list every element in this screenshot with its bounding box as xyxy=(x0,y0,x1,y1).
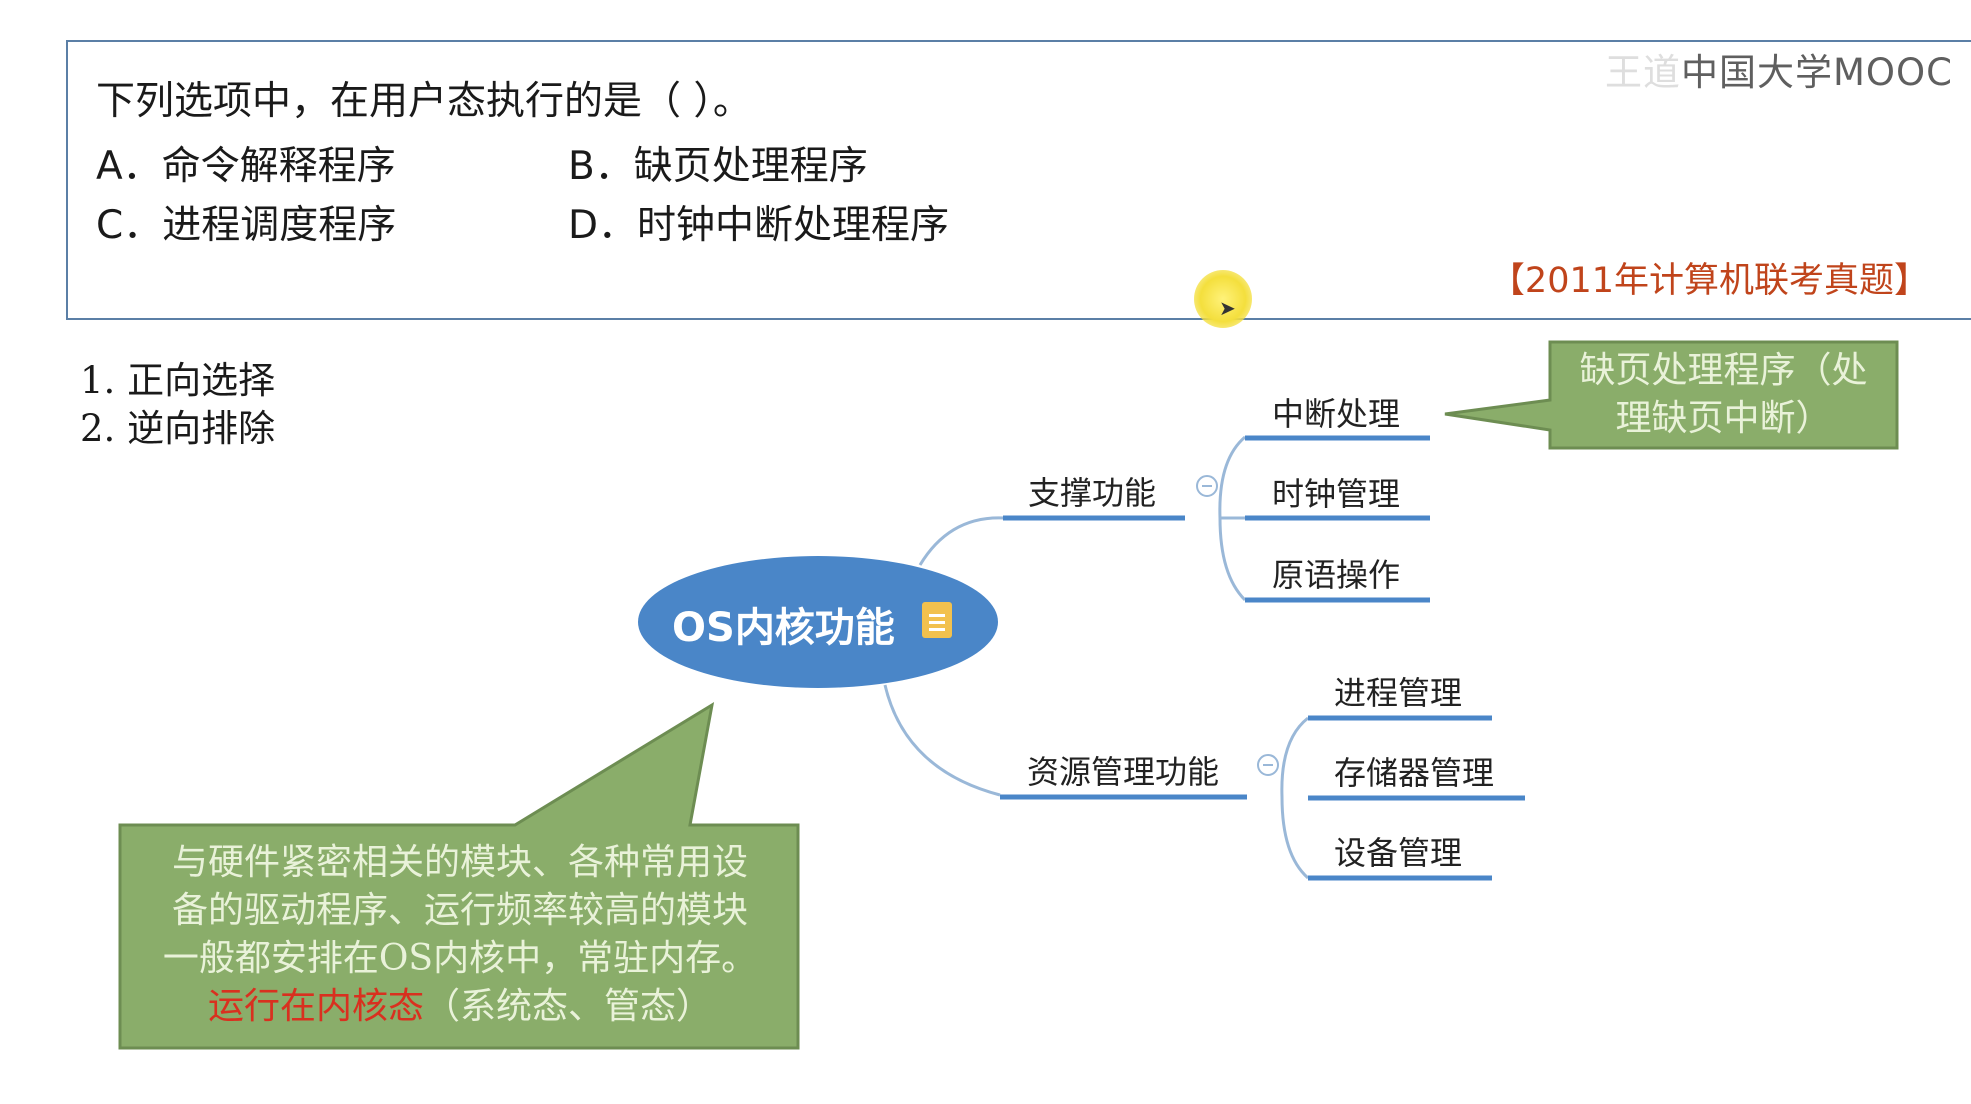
connector-support xyxy=(918,516,1006,566)
callout-top-right: 缺页处理程序（处 理缺页中断） xyxy=(1550,347,1897,443)
callout-bottom-left-last-line: 运行在内核态（系统态、管态） xyxy=(124,983,796,1031)
cursor-highlight xyxy=(1194,270,1252,328)
method-1: 1. 正向选择 xyxy=(80,359,276,402)
node-process: 进程管理 xyxy=(1334,674,1463,712)
node-interrupt: 中断处理 xyxy=(1272,395,1401,433)
question-stem: 下列选项中，在用户态执行的是（ ）。 xyxy=(96,79,752,124)
node-device: 设备管理 xyxy=(1334,834,1463,872)
question-source: 【2011年计算机联考真题】 xyxy=(1489,261,1929,301)
option-d[interactable]: D．时钟中断处理程序 xyxy=(568,203,950,248)
node-primitive: 原语操作 xyxy=(1272,556,1401,594)
callout-bottom-left-line: 备的驱动程序、运行频率较高的模块 xyxy=(171,890,748,931)
callout-bottom-left-line: 一般都安排在OS内核中，常驻内存。 xyxy=(162,938,758,979)
option-c[interactable]: C．进程调度程序 xyxy=(96,203,397,248)
connector-resource xyxy=(883,684,1001,797)
callout-top-right-line: 理缺页中断） xyxy=(1615,398,1832,439)
option-b[interactable]: B．缺页处理程序 xyxy=(568,144,868,189)
note-icon xyxy=(922,602,952,638)
kernel-mode-tail: （系统态、管态） xyxy=(424,986,713,1027)
option-a[interactable]: A．命令解释程序 xyxy=(96,144,396,189)
callout-top-right-shape xyxy=(1444,340,1899,450)
node-storage: 存储器管理 xyxy=(1334,754,1495,792)
callout-bottom-left: 与硬件紧密相关的模块、各种常用设 备的驱动程序、运行频率较高的模块 一般都安排在… xyxy=(124,839,796,1031)
callout-bottom-left-shape xyxy=(118,701,800,1050)
cursor-arrow-icon: ➤ xyxy=(1219,296,1236,320)
node-clock: 时钟管理 xyxy=(1272,475,1401,513)
branch-support: 支撑功能 xyxy=(1028,474,1157,512)
watermark-ghost: 王道 xyxy=(1605,51,1681,94)
callout-bottom-left-line: 与硬件紧密相关的模块、各种常用设 xyxy=(171,842,748,883)
method-2: 2. 逆向排除 xyxy=(80,407,276,450)
watermark-text: 中国大学MOOC xyxy=(1681,51,1954,94)
callout-top-right-line: 缺页处理程序（处 xyxy=(1579,350,1868,391)
kernel-mode-highlight: 运行在内核态 xyxy=(207,986,424,1027)
bracket-resource xyxy=(1280,716,1310,880)
branch-resource: 资源管理功能 xyxy=(1027,753,1220,791)
root-node-label: OS内核功能 xyxy=(672,605,895,651)
question-box: 下列选项中，在用户态执行的是（ ）。 A．命令解释程序 B．缺页处理程序 C．进… xyxy=(66,40,1971,320)
mooc-watermark: 王道中国大学MOOC xyxy=(1605,42,1953,96)
root-node-shape xyxy=(638,556,998,688)
